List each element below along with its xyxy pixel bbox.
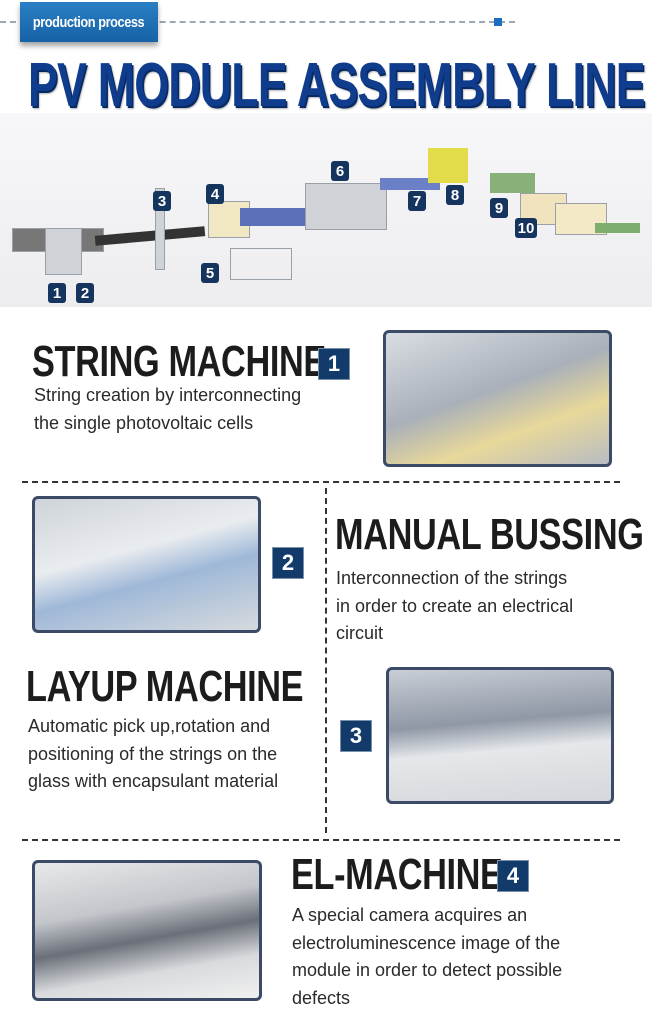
- station-number: 6: [331, 161, 349, 181]
- el-machine-photo: [32, 860, 262, 1001]
- section-number-badge: 2: [272, 547, 304, 579]
- machine-graphic: [155, 188, 165, 270]
- section-title: EL-MACHINE: [291, 850, 503, 899]
- description-line: defects: [292, 987, 351, 1008]
- description-line: positioning of the strings on the: [28, 743, 278, 764]
- conveyor-graphic: [595, 223, 640, 233]
- assembly-line-diagram: 1 2 3 4 5 6 7 8 9 10: [0, 113, 652, 307]
- description-line: the single photovoltaic cells: [34, 412, 254, 433]
- machine-graphic: [428, 148, 468, 183]
- section-tab: production process: [20, 2, 158, 42]
- station-number: 1: [48, 283, 66, 303]
- header-marker: [494, 18, 502, 26]
- machine-graphic: [45, 228, 82, 275]
- machine-graphic: [305, 183, 387, 230]
- section-number-badge: 1: [318, 348, 350, 380]
- page-title: PV MODULE ASSEMBLY LINE: [28, 51, 645, 120]
- section-tab-label: production process: [33, 13, 145, 31]
- section-description: A special camera acquires an electrolumi…: [292, 902, 562, 1012]
- column-divider: [325, 488, 327, 833]
- section-title: MANUAL BUSSING: [335, 510, 644, 559]
- description-line: String creation by interconnecting: [34, 385, 302, 405]
- description-line: in order to create an electrical: [336, 595, 574, 616]
- station-number: 2: [76, 283, 94, 303]
- station-number: 9: [490, 198, 508, 218]
- manual-bussing-photo: [32, 496, 261, 633]
- section-description: Automatic pick up,rotation and positioni…: [28, 713, 278, 796]
- conveyor-graphic: [240, 208, 305, 226]
- section-number-badge: 3: [340, 720, 372, 752]
- conveyor-graphic: [490, 173, 535, 193]
- description-line: A special camera acquires an: [292, 905, 528, 925]
- description-line: Automatic pick up,rotation and: [28, 716, 271, 736]
- station-number: 3: [153, 191, 171, 211]
- header-divider: [0, 21, 515, 23]
- string-machine-photo: [383, 330, 612, 467]
- section-divider: [22, 839, 620, 841]
- section-divider: [22, 481, 620, 483]
- station-number: 7: [408, 191, 426, 211]
- description-line: Interconnection of the strings: [336, 568, 568, 588]
- machine-graphic: [230, 248, 292, 280]
- section-description: Interconnection of the strings in order …: [336, 565, 573, 648]
- description-line: circuit: [336, 623, 384, 643]
- conveyor-graphic: [380, 178, 440, 190]
- station-number: 8: [446, 185, 464, 205]
- description-line: glass with encapsulant material: [28, 771, 279, 791]
- station-number: 5: [201, 263, 219, 283]
- station-number: 10: [515, 218, 537, 238]
- conveyor-graphic: [94, 226, 206, 246]
- section-number-badge: 4: [497, 860, 529, 892]
- section-title: LAYUP MACHINE: [26, 662, 304, 711]
- section-title: STRING MACHINE: [32, 337, 326, 386]
- layup-machine-photo: [386, 667, 614, 804]
- description-line: electroluminescence image of the: [292, 932, 561, 953]
- section-description: String creation by interconnecting the s…: [34, 382, 301, 437]
- station-number: 4: [206, 184, 224, 204]
- description-line: module in order to detect possible: [292, 960, 563, 980]
